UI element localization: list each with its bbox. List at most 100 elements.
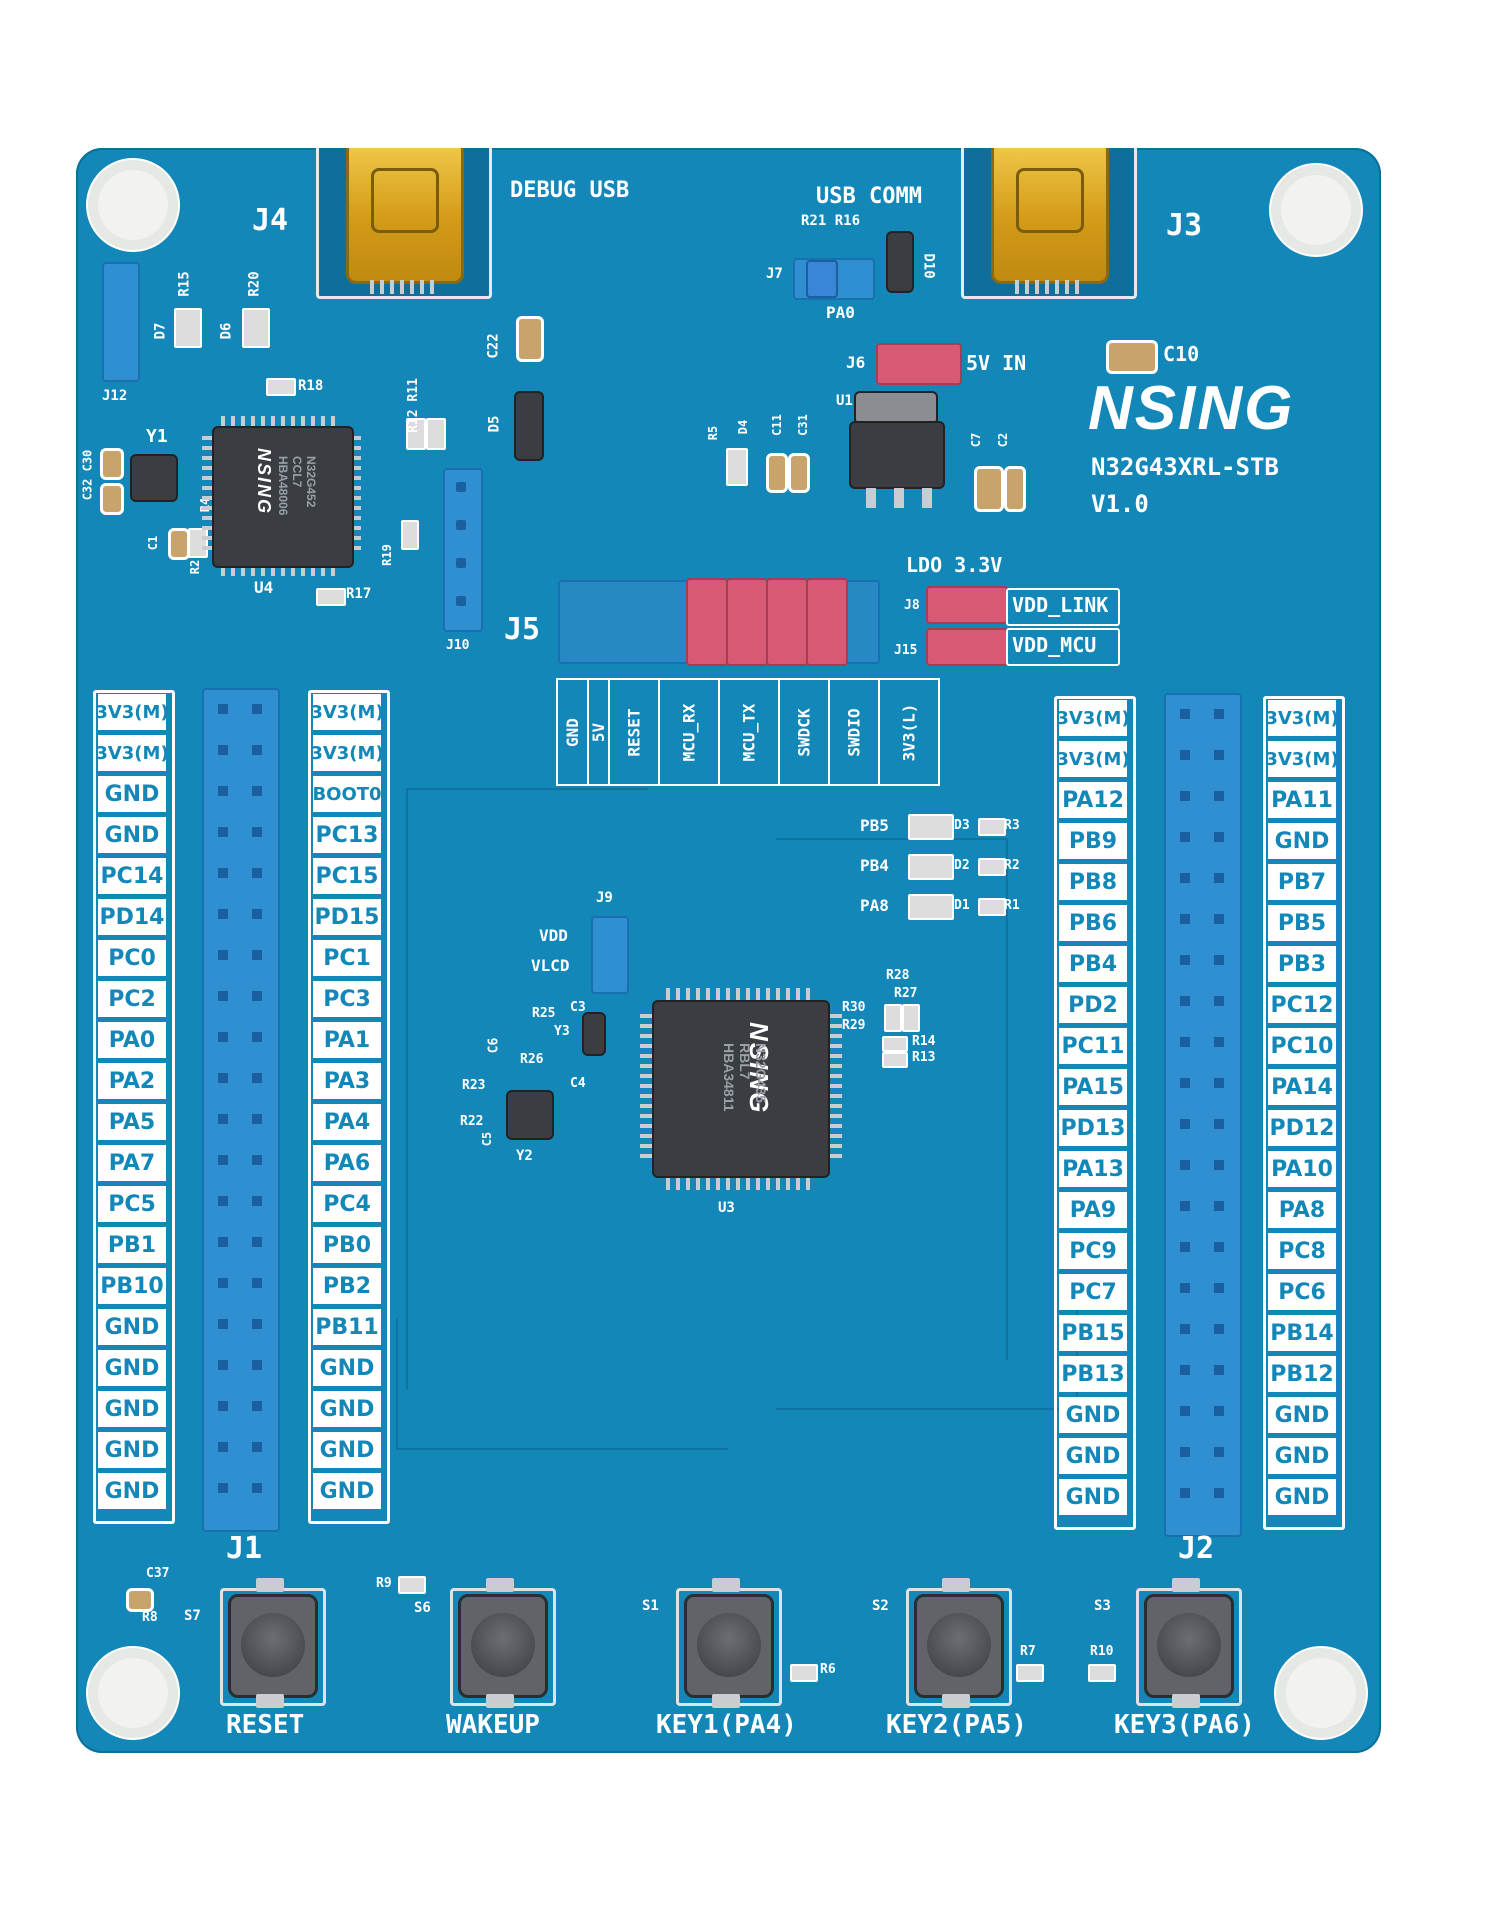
j5-label: J5 bbox=[504, 612, 541, 647]
r23-label: R23 bbox=[462, 1078, 486, 1093]
j5-pin-label: RESET bbox=[610, 678, 661, 786]
j9-header[interactable] bbox=[591, 916, 629, 994]
j10-header[interactable] bbox=[443, 468, 483, 632]
j2-left-pin-label: PA12 bbox=[1059, 782, 1127, 818]
j5-pin-label: 3V3(L) bbox=[880, 678, 941, 786]
wakeup-label: WAKEUP bbox=[446, 1710, 540, 1740]
c31-label: C31 bbox=[795, 414, 810, 436]
r14-label: R14 bbox=[912, 1034, 936, 1049]
j2-right-pin-label: PB12 bbox=[1268, 1356, 1336, 1392]
d10-label: D10 bbox=[920, 253, 937, 279]
j1-right-frame bbox=[308, 690, 390, 1524]
reset-button[interactable] bbox=[228, 1594, 318, 1698]
u1-regulator bbox=[851, 423, 943, 487]
board-model: N32G43XRL-STB bbox=[1091, 453, 1279, 481]
r13-label: R13 bbox=[912, 1050, 936, 1065]
j2-left-pin-label: PB15 bbox=[1059, 1315, 1127, 1351]
r3-label: R3 bbox=[1004, 818, 1020, 833]
j2-right-pin-label: PD12 bbox=[1268, 1110, 1336, 1146]
j2-header[interactable] bbox=[1164, 693, 1242, 1537]
j1-left-pin-label: 3V3(M) bbox=[95, 694, 169, 730]
j1-right-pin-label: GND bbox=[313, 1391, 381, 1427]
r25-label: R25 bbox=[532, 1006, 556, 1021]
d2-led bbox=[908, 854, 954, 880]
key3-button[interactable] bbox=[1144, 1594, 1234, 1698]
d7-label: D7 bbox=[152, 322, 169, 340]
j1-right-pin-label: GND bbox=[313, 1432, 381, 1468]
r6-resistor bbox=[790, 1664, 818, 1682]
j7-jumper[interactable] bbox=[806, 260, 838, 298]
u4-pins bbox=[202, 436, 212, 556]
c37-capacitor bbox=[126, 1588, 154, 1612]
j10-label: J10 bbox=[446, 638, 470, 653]
r17-label: R17 bbox=[346, 586, 372, 602]
c31-capacitor bbox=[788, 453, 810, 493]
j5-pin-text: MCU_TX bbox=[739, 703, 759, 761]
j1-left-pin-label: PA7 bbox=[98, 1145, 166, 1181]
r21-r16-label: R21 R16 bbox=[801, 213, 861, 229]
r19-label: R19 bbox=[379, 544, 394, 566]
j1-right-pin-label: PB11 bbox=[313, 1309, 381, 1345]
r10-resistor bbox=[1088, 1664, 1116, 1682]
button-tab bbox=[486, 1578, 514, 1592]
j2-right-pin-label: 3V3(M) bbox=[1265, 700, 1339, 736]
j2-left-pin-label: 3V3(M) bbox=[1056, 741, 1130, 777]
j1-right-pin-label: GND bbox=[313, 1350, 381, 1386]
r30-label: R30 bbox=[842, 1000, 866, 1015]
s7-label: S7 bbox=[184, 1608, 201, 1624]
usb-pins bbox=[1015, 280, 1079, 294]
resistor-array bbox=[884, 1004, 902, 1032]
d7-led bbox=[174, 308, 202, 348]
y1-label: Y1 bbox=[146, 426, 168, 447]
j8-jumper[interactable] bbox=[926, 586, 1008, 624]
j5-jumper-swdio[interactable] bbox=[806, 578, 848, 666]
r12-r11-label: R12 R11 bbox=[405, 378, 421, 433]
u4-pins bbox=[221, 566, 341, 576]
j1-left-pin-label: PD14 bbox=[98, 899, 166, 935]
j2-left-pin-label: PA9 bbox=[1059, 1192, 1127, 1228]
u3-label: U3 bbox=[718, 1200, 735, 1216]
comm-usb-connector[interactable] bbox=[991, 148, 1109, 284]
y3-crystal bbox=[584, 1014, 604, 1054]
c22-capacitor bbox=[516, 316, 544, 362]
key1-button[interactable] bbox=[684, 1594, 774, 1698]
j5-jumper-rx[interactable] bbox=[686, 578, 728, 666]
j5-jumper-swdck[interactable] bbox=[766, 578, 808, 666]
j1-right-pin-label: PC15 bbox=[313, 858, 381, 894]
j1-right-pin-label: PC13 bbox=[313, 817, 381, 853]
j2-left-frame bbox=[1054, 696, 1136, 1530]
mounting-hole bbox=[88, 160, 178, 250]
j12-label: J12 bbox=[102, 388, 128, 404]
c3-label: C3 bbox=[570, 1000, 586, 1015]
s6-label: S6 bbox=[414, 1600, 431, 1616]
u4-pins bbox=[221, 416, 341, 426]
j15-jumper[interactable] bbox=[926, 628, 1008, 666]
j5-jumper-tx[interactable] bbox=[726, 578, 768, 666]
button-tab bbox=[712, 1694, 740, 1708]
j2-right-pin-label: PC6 bbox=[1268, 1274, 1336, 1310]
j12-header[interactable] bbox=[102, 262, 140, 382]
r14-resistor bbox=[882, 1036, 908, 1052]
j6-jumper[interactable] bbox=[876, 343, 962, 385]
r7-label: R7 bbox=[1020, 1644, 1036, 1659]
j2-left-pin-label: PB13 bbox=[1059, 1356, 1127, 1392]
wakeup-button[interactable] bbox=[458, 1594, 548, 1698]
d4-label: D4 bbox=[736, 419, 751, 435]
j1-header[interactable] bbox=[202, 688, 280, 1532]
debug-usb-connector[interactable] bbox=[346, 148, 464, 284]
j1-right-pin-label: PB0 bbox=[313, 1227, 381, 1263]
j2-left-pin-label: PB9 bbox=[1059, 823, 1127, 859]
key2-button[interactable] bbox=[914, 1594, 1004, 1698]
j2-left-pin-label: GND bbox=[1059, 1479, 1127, 1515]
j5-pin-text: SWDCK bbox=[794, 707, 814, 757]
j2-left-pin-label: GND bbox=[1059, 1397, 1127, 1433]
vdd-mcu-label: VDD_MCU bbox=[1012, 633, 1097, 657]
j4-label: J4 bbox=[252, 203, 289, 238]
j2-right-pin-label: GND bbox=[1268, 823, 1336, 859]
j2-right-pin-label: 3V3(M) bbox=[1265, 741, 1339, 777]
d5-label: D5 bbox=[486, 415, 503, 433]
j15-label: J15 bbox=[894, 643, 918, 658]
j8-label: J8 bbox=[904, 598, 920, 613]
r22-label: R22 bbox=[460, 1114, 484, 1129]
